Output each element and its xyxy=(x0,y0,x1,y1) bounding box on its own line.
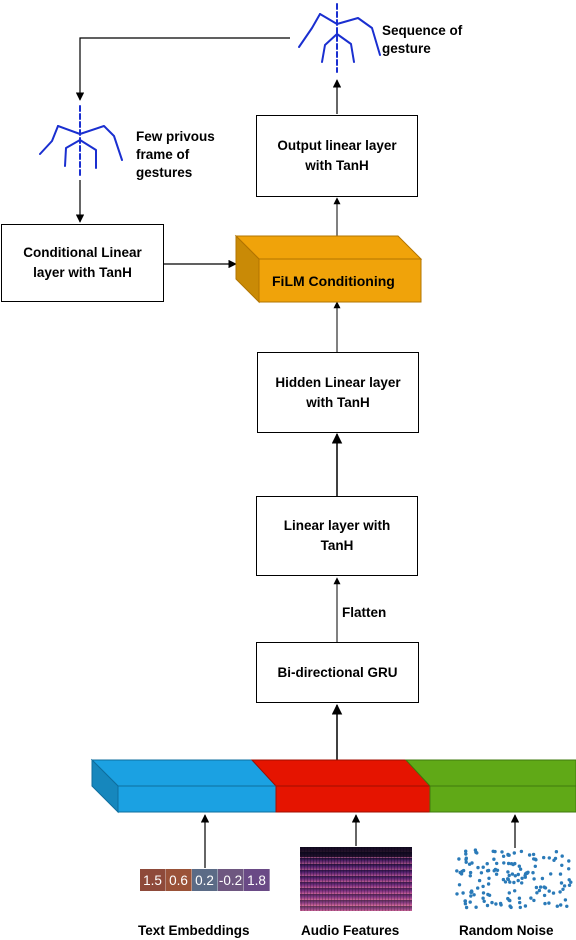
audio-features-caption: Audio Features xyxy=(301,923,400,938)
audio-segment xyxy=(275,785,431,813)
previous-gesture-skeleton-icon xyxy=(39,105,123,177)
text-segment xyxy=(117,785,277,813)
bi-directional-gru-box: Bi-directional GRU xyxy=(256,642,419,703)
noise-segment xyxy=(429,785,576,813)
hidden-linear-layer-box: Hidden Linear layer with TanH xyxy=(257,352,419,433)
output-sequence-label: Sequence of gesture xyxy=(382,23,463,56)
embedding-value: 0.2 xyxy=(192,869,218,891)
embedding-value: 1.8 xyxy=(244,869,270,891)
embedding-value: 1.5 xyxy=(140,869,166,891)
output-linear-layer-box: Output linear layer with TanH xyxy=(256,115,418,197)
previous-frames-label: Few privous frame of gestures xyxy=(136,129,215,180)
random-noise-caption: Random Noise xyxy=(459,923,554,938)
film-conditioning-label: FiLM Conditioning xyxy=(272,273,395,289)
linear-layer-box: Linear layer with TanH xyxy=(256,496,418,576)
embedding-value: 0.6 xyxy=(166,869,192,891)
conditional-linear-layer-box: Conditional Linear layer with TanH xyxy=(1,224,164,302)
text-embeddings-caption: Text Embeddings xyxy=(138,923,250,938)
output-gesture-skeleton-icon xyxy=(298,3,381,73)
feedback-connector xyxy=(75,37,290,101)
embedding-value: -0.2 xyxy=(218,869,244,891)
flatten-label: Flatten xyxy=(342,605,387,620)
